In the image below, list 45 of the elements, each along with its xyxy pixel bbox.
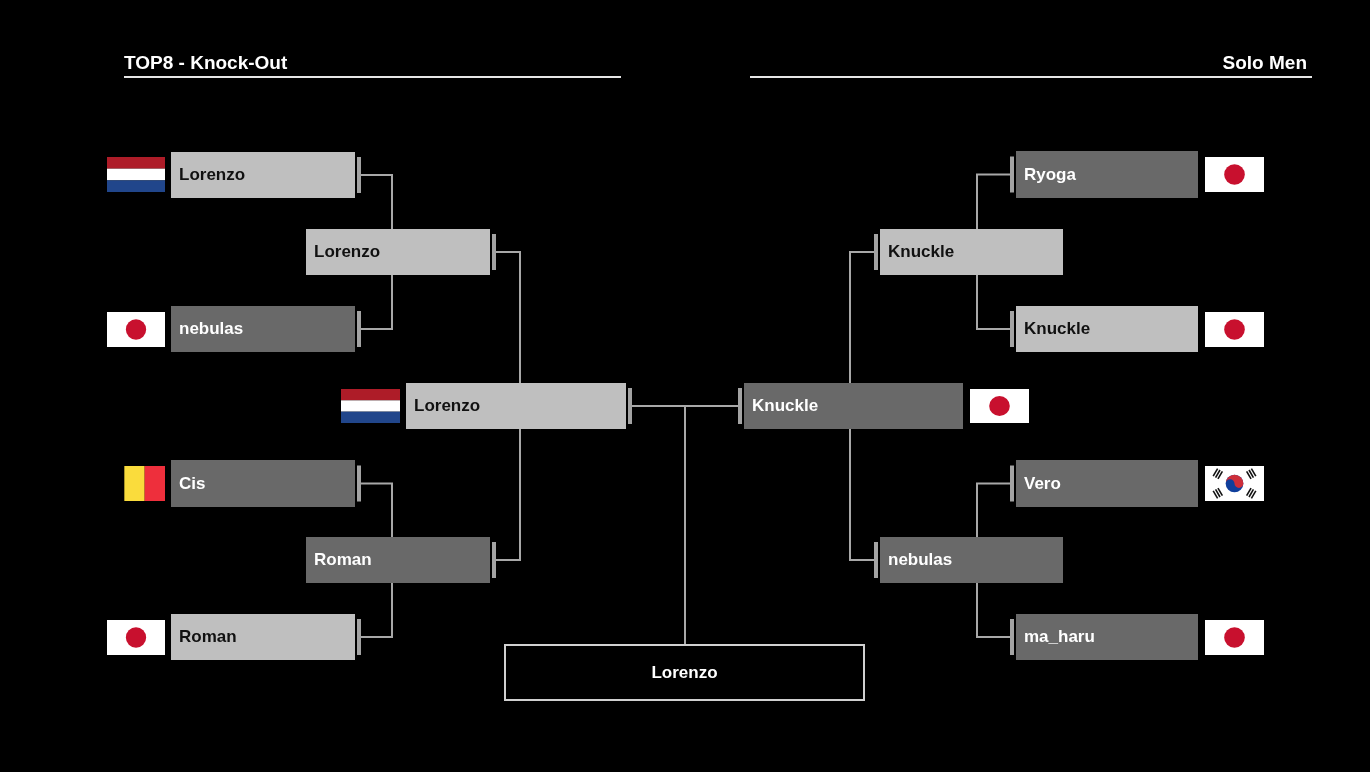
player-name: Knuckle xyxy=(1024,319,1091,339)
player-slot xyxy=(1016,306,1198,352)
player-slot xyxy=(171,306,355,352)
player-slot xyxy=(306,537,490,583)
bracket-connector xyxy=(976,582,1014,655)
bracket-connector xyxy=(849,428,878,578)
bracket-connector xyxy=(684,388,742,645)
player-slot xyxy=(171,460,355,507)
bracket-connector xyxy=(492,428,521,578)
player-name: Vero xyxy=(1024,473,1061,494)
player-name: Roman xyxy=(179,627,237,647)
player-slot xyxy=(744,383,963,429)
player-slot xyxy=(406,383,626,429)
player-slot xyxy=(1016,460,1198,507)
player-name: Lorenzo xyxy=(179,165,246,185)
player-slot xyxy=(306,229,490,275)
player-name: ma_haru xyxy=(1024,627,1095,647)
bracket-connector xyxy=(357,582,393,655)
player-name: Cis xyxy=(179,473,206,494)
player-slot xyxy=(171,152,355,198)
bracket-connector xyxy=(357,465,393,538)
bracket-connector xyxy=(492,234,521,384)
bracket-title: TOP8 - Knock-Out xyxy=(124,52,288,74)
player-name: Lorenzo xyxy=(651,662,718,683)
bracket-connector xyxy=(976,274,1014,347)
player-slot xyxy=(880,537,1063,583)
bracket-connector xyxy=(357,157,393,230)
player-name: Lorenzo xyxy=(414,396,481,416)
player-name: nebulas xyxy=(179,319,244,339)
player-name: Knuckle xyxy=(888,242,955,262)
player-name: Knuckle xyxy=(752,396,819,416)
player-slot xyxy=(1016,151,1198,198)
category-label: Solo Men xyxy=(1222,52,1307,74)
player-name: Lorenzo xyxy=(314,242,381,262)
bracket-connector xyxy=(976,156,1014,230)
bracket-connector xyxy=(849,234,878,384)
player-name: Roman xyxy=(314,550,372,570)
bracket-connector xyxy=(976,465,1014,538)
player-name: nebulas xyxy=(888,550,953,570)
player-name: Ryoga xyxy=(1024,164,1076,185)
player-slot xyxy=(1016,614,1198,660)
champion-slot xyxy=(504,644,865,701)
player-slot xyxy=(171,614,355,660)
bracket-connector xyxy=(357,274,393,347)
player-slot xyxy=(880,229,1063,275)
